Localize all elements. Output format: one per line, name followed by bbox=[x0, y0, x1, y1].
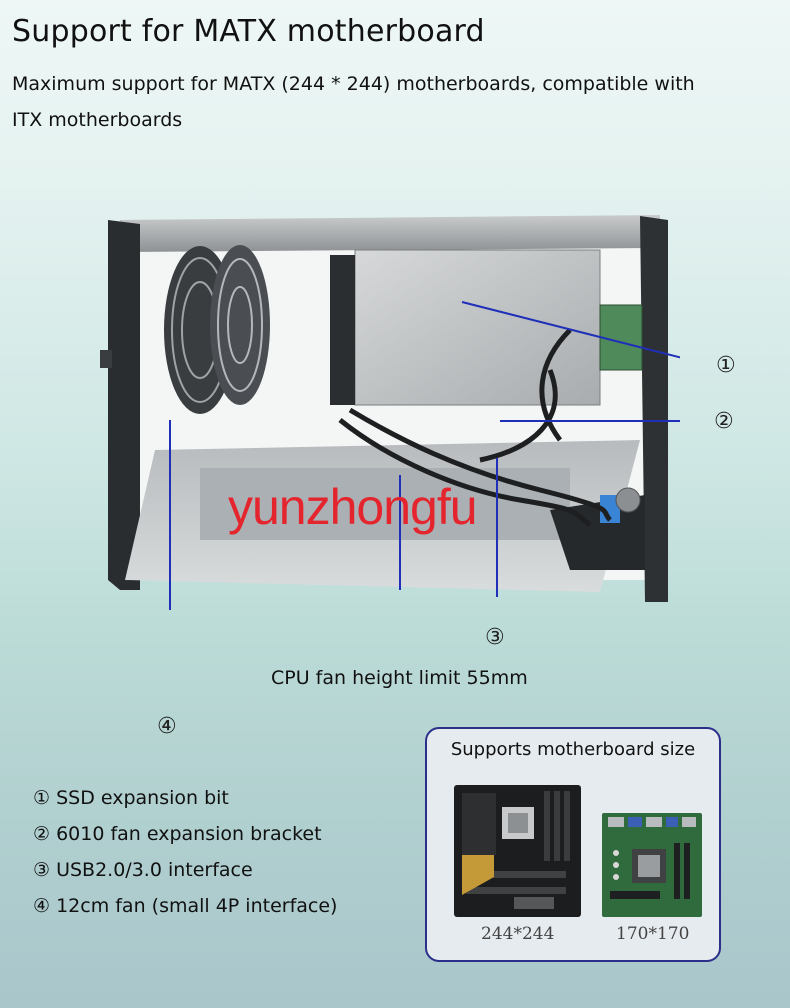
matx-motherboard-icon bbox=[454, 785, 581, 917]
itx-motherboard-image bbox=[602, 813, 702, 921]
feature-list: ① SSD expansion bit ② 6010 fan expansion… bbox=[33, 780, 337, 924]
usb-pcb bbox=[599, 304, 643, 371]
callout-2: ② bbox=[714, 409, 734, 434]
top-rail bbox=[120, 215, 660, 252]
fan-120mm bbox=[164, 245, 270, 414]
page-title: Support for MATX motherboard bbox=[12, 14, 485, 49]
callout-4: ④ bbox=[157, 714, 177, 739]
feature-item: ② 6010 fan expansion bracket bbox=[33, 823, 322, 845]
itx-motherboard-icon bbox=[602, 813, 702, 917]
callout-1: ① bbox=[716, 353, 736, 378]
right-panel bbox=[640, 216, 668, 602]
page-description: Maximum support for MATX (244 * 244) mot… bbox=[12, 73, 695, 131]
feature-item: ① SSD expansion bit bbox=[33, 787, 229, 809]
feature-item: ④ 12cm fan (small 4P interface) bbox=[33, 895, 338, 917]
case-illustration bbox=[100, 210, 680, 610]
size-box-title: Supports motherboard size bbox=[450, 739, 696, 760]
gpu-bracket bbox=[330, 255, 355, 405]
cpu-fan-height-note: CPU fan height limit 55mm bbox=[271, 667, 528, 689]
left-panel bbox=[108, 220, 140, 590]
handle bbox=[100, 350, 112, 368]
seller-watermark: yunzhongfu bbox=[228, 479, 478, 535]
callout-3: ③ bbox=[485, 625, 505, 650]
motherboard-size-box: Supports motherboard size bbox=[425, 727, 721, 962]
matx-size-label: 244*244 bbox=[481, 924, 555, 944]
feature-item: ③ USB2.0/3.0 interface bbox=[33, 859, 253, 881]
matx-motherboard-image bbox=[454, 785, 581, 921]
cables bbox=[338, 328, 612, 527]
case-drawing bbox=[100, 215, 680, 610]
power-button bbox=[615, 487, 641, 513]
itx-size-label: 170*170 bbox=[616, 924, 690, 944]
leader-lines bbox=[169, 301, 680, 610]
